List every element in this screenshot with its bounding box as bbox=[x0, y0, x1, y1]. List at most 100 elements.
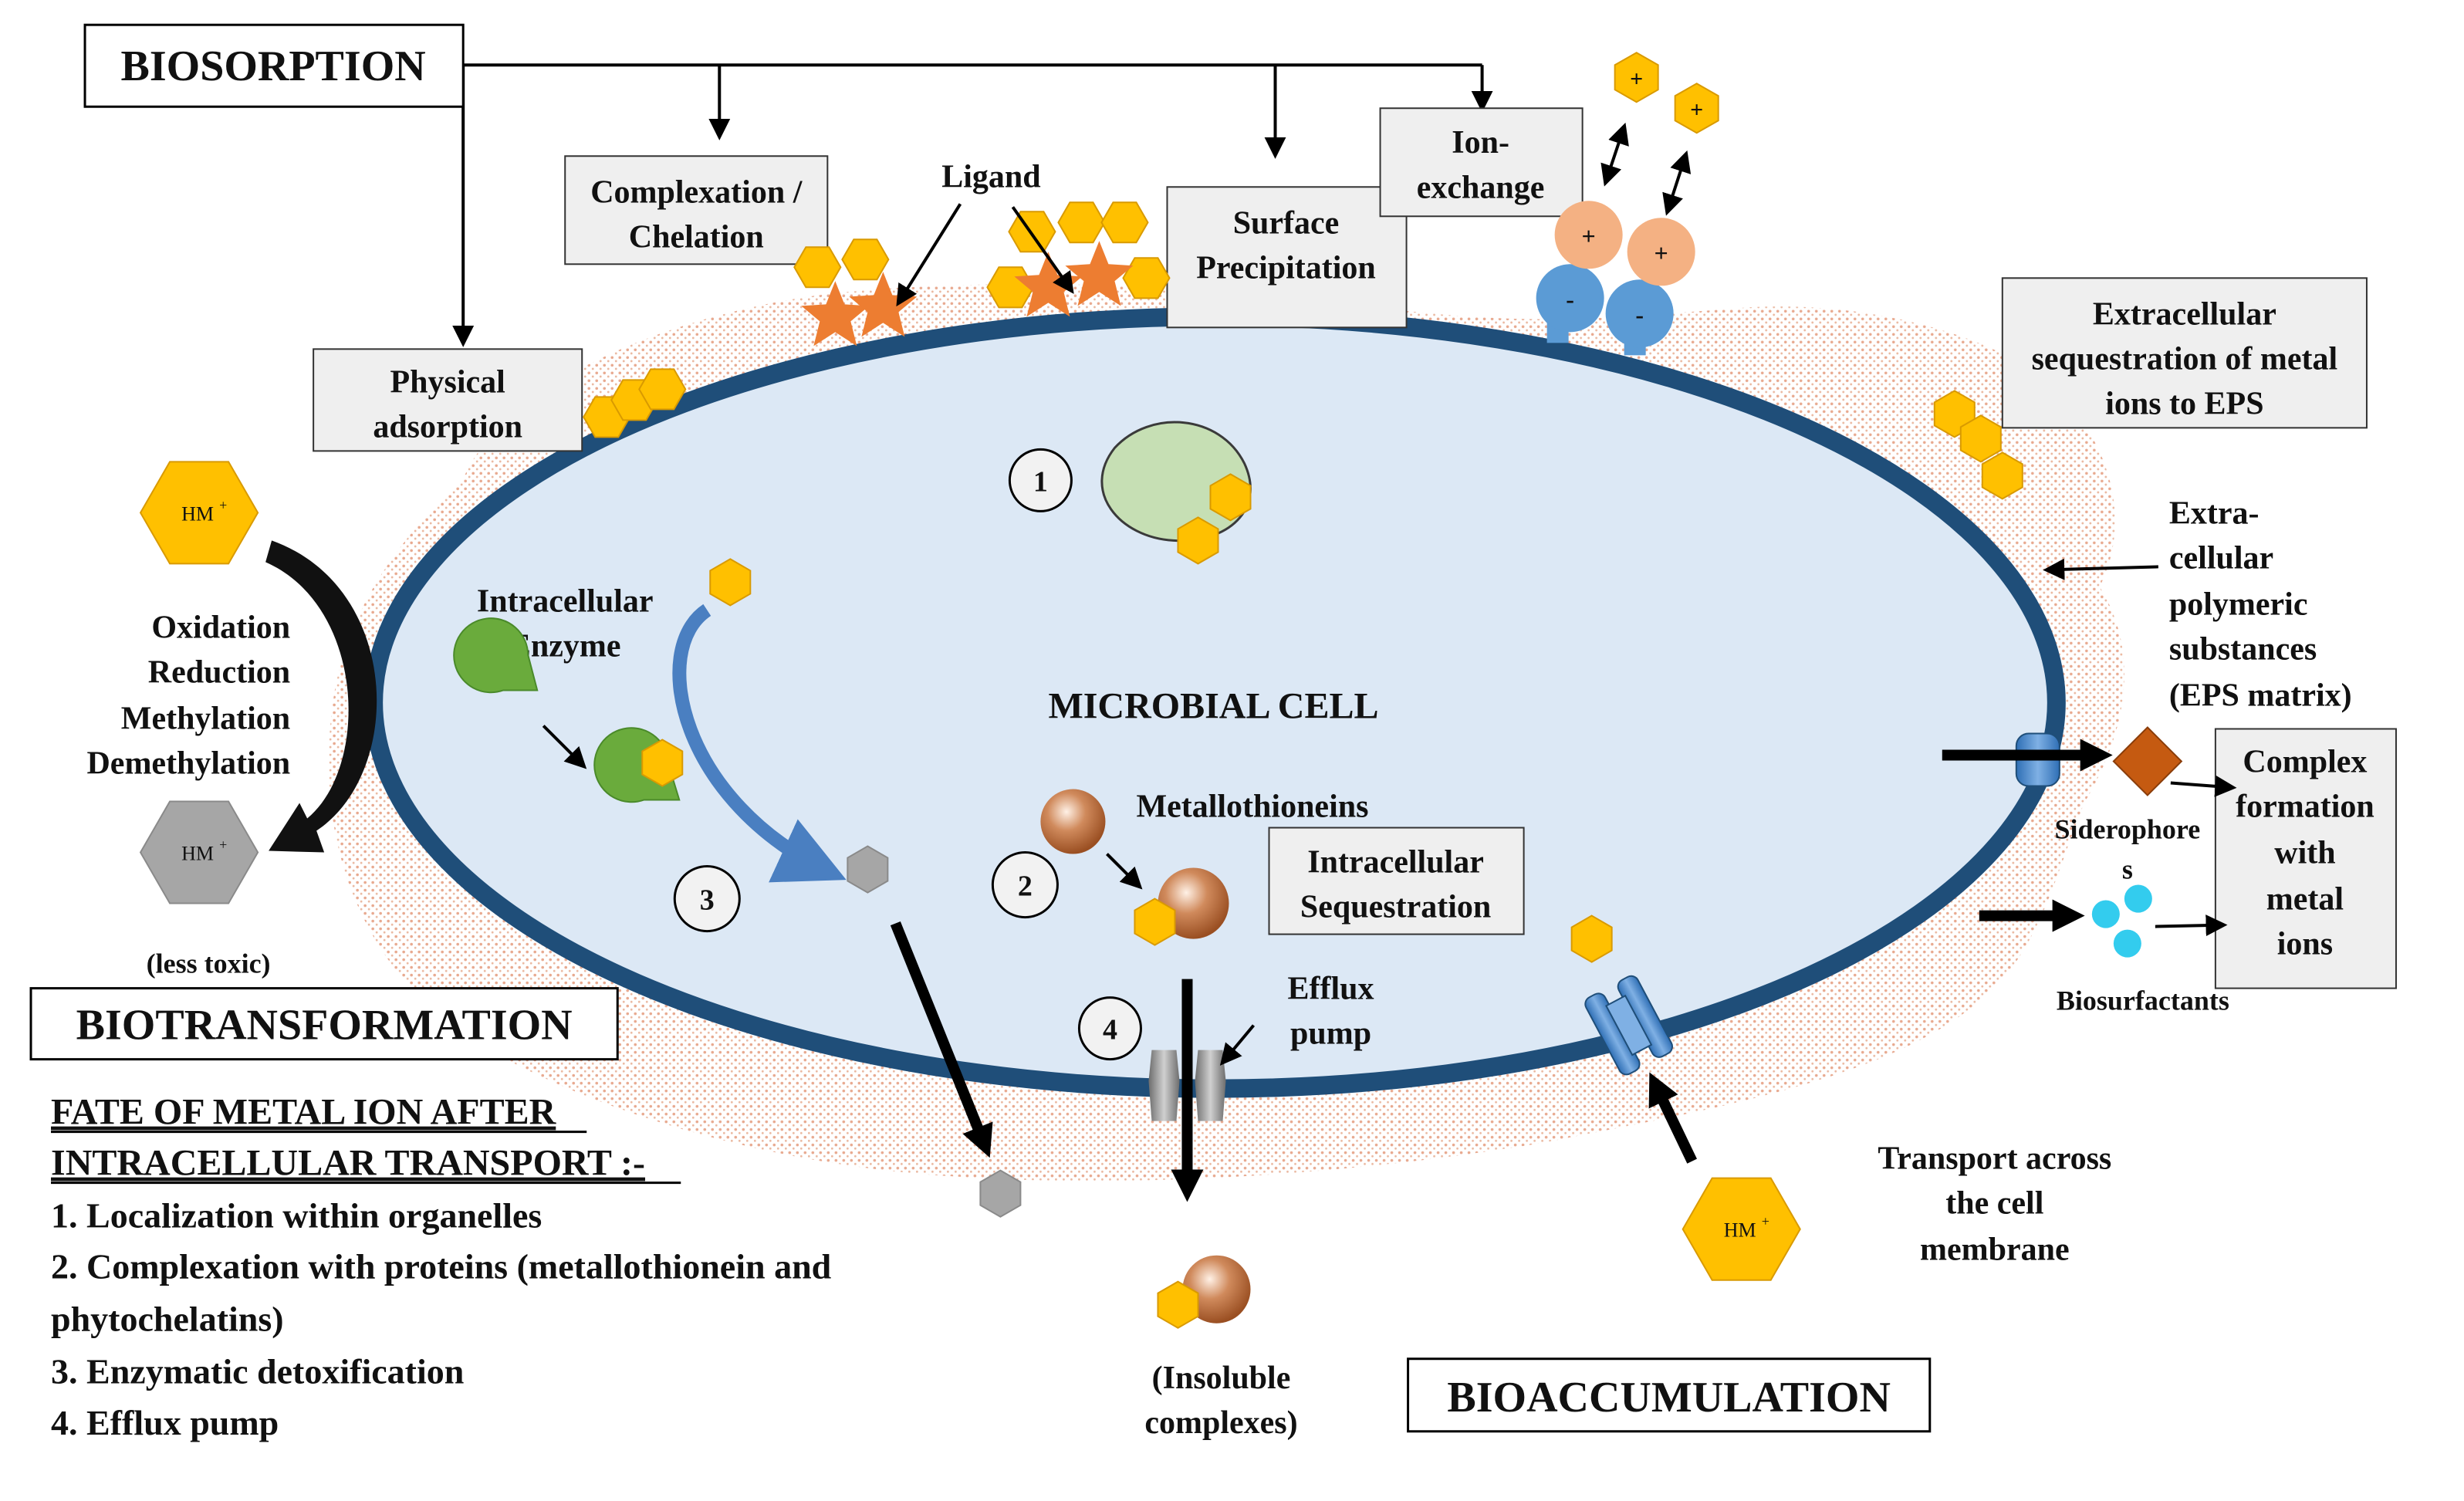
eps-arrow bbox=[2043, 558, 2158, 580]
ion-exchange-box: Ion- exchange bbox=[1379, 107, 1584, 218]
cation-site bbox=[1554, 201, 1623, 269]
metal-ion-icon bbox=[841, 238, 890, 281]
extracellular-sequestration-line-2: sequestration of metal bbox=[2032, 341, 2338, 377]
svg-text:HM: HM bbox=[181, 502, 214, 525]
svg-text:HM: HM bbox=[1724, 1219, 1756, 1242]
eps-line-3: polymeric bbox=[2169, 587, 2308, 622]
cation-sign: + bbox=[1630, 66, 1643, 92]
ligand-arrows bbox=[896, 203, 1074, 307]
biosurfactant-icon bbox=[2091, 884, 2152, 958]
efflux-pump-line-2: pump bbox=[1290, 1016, 1371, 1052]
metal-ion-icon bbox=[709, 558, 752, 607]
intracellular-enzyme-line-1: Intracellular bbox=[477, 583, 654, 619]
less-toxic-label: (less toxic) bbox=[147, 948, 271, 979]
metal-ion-icon bbox=[641, 739, 684, 787]
metal-ion-icon bbox=[1100, 201, 1149, 244]
physical-adsorption-line-1: Physical bbox=[390, 364, 505, 400]
physical-adsorption-box: Physical adsorption bbox=[313, 348, 583, 452]
enzyme-icon bbox=[453, 617, 539, 694]
metal-ion-icon bbox=[1570, 914, 1613, 963]
eps-line-5: (EPS matrix) bbox=[2169, 678, 2352, 713]
ligand-star-icon bbox=[801, 281, 870, 347]
complex-formation-box: Complex formation with metal ions bbox=[2214, 728, 2397, 989]
step-4-badge bbox=[1077, 996, 1142, 1061]
eps-line-4: substances bbox=[2169, 631, 2317, 667]
cation-sign: + bbox=[1654, 238, 1668, 266]
metal-ion-icon bbox=[1177, 516, 1219, 565]
metallothioneins-label: Metallothioneins bbox=[1136, 789, 1368, 825]
step-2-badge bbox=[991, 851, 1059, 919]
process-labels: Oxidation Reduction Methylation Demethyl… bbox=[86, 610, 290, 781]
efflux-pump-pointer bbox=[1219, 1024, 1256, 1066]
ligand-star-icon bbox=[1014, 252, 1083, 317]
transport-channel-icon bbox=[1584, 975, 1673, 1076]
step-3-number: 3 bbox=[700, 884, 715, 917]
process-demethylation: Demethylation bbox=[86, 746, 290, 782]
metal-ion-icon bbox=[1134, 898, 1176, 946]
metal-ion-icon bbox=[1209, 473, 1252, 522]
extracellular-sequestration-line-1: Extracellular bbox=[2093, 296, 2276, 332]
eps-line-1: Extra- bbox=[2169, 495, 2260, 531]
biosurfactants-label: Biosurfactants bbox=[2057, 985, 2229, 1016]
insoluble-complex-sphere bbox=[1182, 1255, 1251, 1324]
siderophores-line-1: Siderophore bbox=[2055, 814, 2201, 845]
biosorption-connectors bbox=[452, 63, 1493, 347]
intracellular-sequestration-line-1: Intracellular bbox=[1307, 845, 1484, 881]
extracellular-sequestration-line-3: ions to EPS bbox=[2105, 386, 2263, 421]
process-methylation: Methylation bbox=[121, 701, 290, 736]
complex-formation-line-1: Complex bbox=[2243, 745, 2367, 780]
metallothionein-sphere bbox=[1040, 789, 1106, 854]
process-oxidation: Oxidation bbox=[151, 610, 290, 645]
metal-ion-icon bbox=[1008, 211, 1056, 253]
anion-site bbox=[1536, 264, 1604, 333]
ion-exchange-line-1: Ion- bbox=[1452, 125, 1509, 161]
step-1-number: 1 bbox=[1033, 465, 1048, 498]
surface-precipitation-line-2: Precipitation bbox=[1196, 250, 1376, 286]
metal-ion-icon bbox=[1981, 451, 2023, 500]
ligand-group-left bbox=[793, 238, 918, 347]
transport-line-2: the cell bbox=[1945, 1186, 2043, 1222]
fate-list: FATE OF METAL ION AFTER INTRACELLULAR TR… bbox=[51, 1092, 832, 1442]
metal-ion-icon bbox=[1614, 52, 1659, 103]
ligand-star-icon bbox=[849, 272, 918, 337]
step-4-number: 4 bbox=[1103, 1014, 1117, 1046]
siderophore-complex-arrow bbox=[2170, 775, 2237, 797]
cation-sign: + bbox=[1582, 221, 1596, 249]
fate-title-line-1: FATE OF METAL ION AFTER bbox=[51, 1092, 557, 1133]
biotransformation-heading: BIOTRANSFORMATION bbox=[76, 1002, 573, 1050]
detox-arrow bbox=[672, 603, 847, 883]
bioaccumulation-heading: BIOACCUMULATION bbox=[1447, 1374, 1891, 1422]
eps-line-2: cellular bbox=[2169, 540, 2273, 576]
hm-ion-bottom: HM + bbox=[1682, 1177, 1801, 1281]
metal-ion-icon bbox=[1959, 414, 2002, 463]
biosurfactant-complex-arrow bbox=[2155, 914, 2228, 937]
metal-ion-icon bbox=[1057, 201, 1106, 244]
enzyme-arrow bbox=[542, 725, 587, 769]
step-2-number: 2 bbox=[1018, 871, 1033, 903]
reduced-metal-icon bbox=[979, 1169, 1022, 1218]
anion-sign: - bbox=[1635, 300, 1644, 328]
anion-sign: - bbox=[1566, 285, 1574, 313]
biotransformation-arrow bbox=[265, 540, 377, 853]
metal-ion-icon bbox=[793, 246, 842, 289]
bioaccumulation-box bbox=[1407, 1357, 1932, 1433]
complex-formation-line-4: metal bbox=[2266, 882, 2344, 918]
ligand-star-icon bbox=[1065, 241, 1134, 306]
cation-site bbox=[1627, 218, 1695, 286]
siderophore-icon bbox=[2112, 726, 2183, 796]
ion-exchange-line-2: exchange bbox=[1417, 170, 1545, 205]
anion-site bbox=[1605, 279, 1674, 348]
complex-formation-line-5: ions bbox=[2277, 927, 2333, 962]
biosorption-box bbox=[83, 23, 465, 108]
efflux-pump-line-1: Efflux bbox=[1288, 972, 1374, 1007]
hm-ion-top: HM + bbox=[139, 461, 259, 565]
eps-label: Extra- cellular polymeric substances (EP… bbox=[2169, 495, 2352, 713]
svg-text:HM: HM bbox=[181, 843, 214, 865]
step-3-badge bbox=[673, 865, 741, 933]
efflux-pump-icon bbox=[1148, 1050, 1226, 1121]
physical-adsorption-line-2: adsorption bbox=[373, 409, 522, 445]
insoluble-complexes-line-1: (Insoluble bbox=[1152, 1361, 1291, 1396]
metal-ion-icon bbox=[1122, 257, 1171, 299]
insoluble-complexes-line-2: complexes) bbox=[1144, 1405, 1297, 1441]
